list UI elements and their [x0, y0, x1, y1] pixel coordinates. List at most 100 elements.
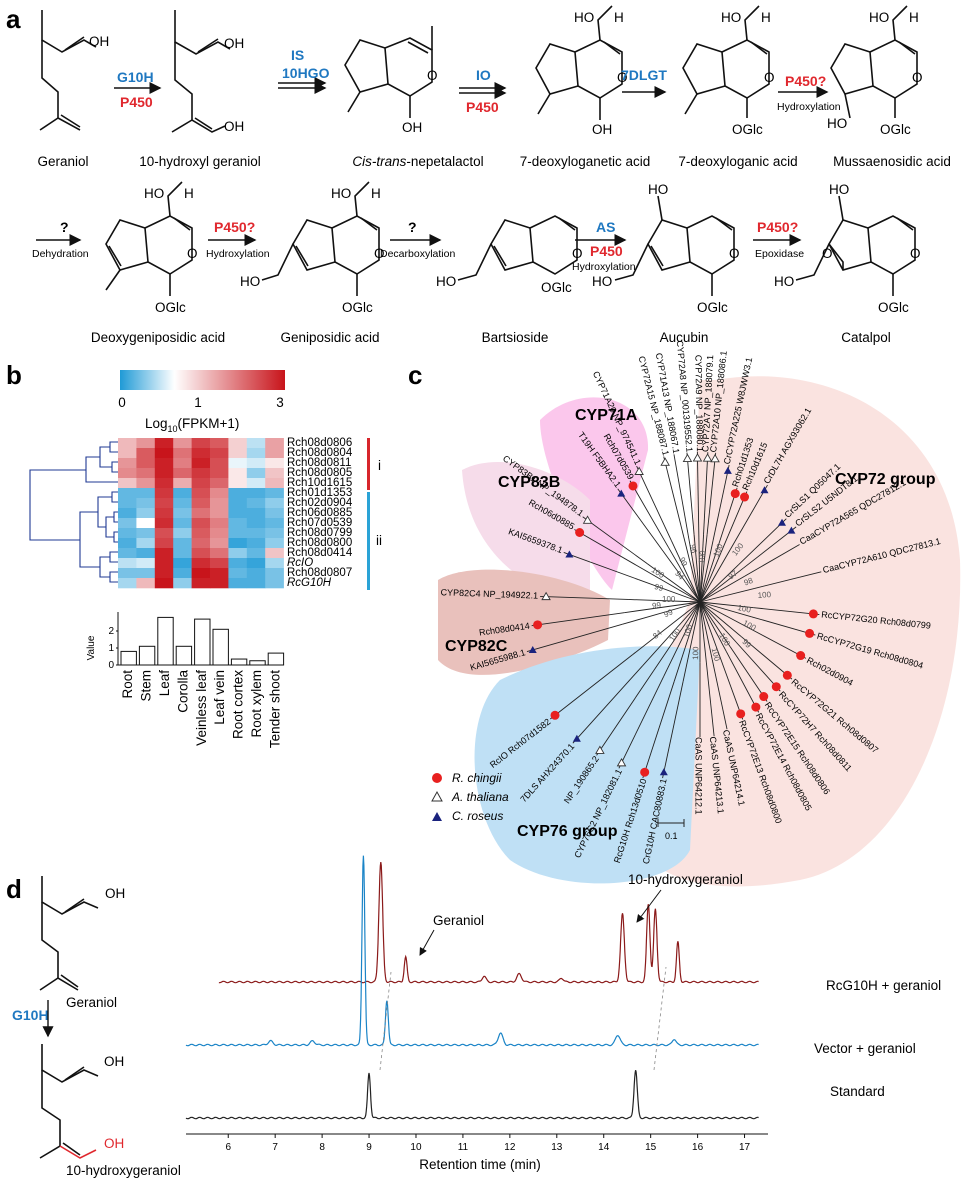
tissue-bar: [120, 650, 137, 666]
leaf-marker-c-roseus: [787, 526, 796, 534]
heatmap-cell: [173, 458, 192, 469]
heatmap-cell: [210, 458, 229, 469]
structure-10-hydroxygeraniol-d: [39, 1044, 99, 1159]
heatmap-cell: [246, 488, 266, 499]
heatmap-cell: [246, 528, 266, 539]
heatmap-cell: [228, 578, 248, 589]
heatmap-cell: [154, 578, 174, 589]
heatmap-cell: [228, 468, 248, 479]
tissue-bar: [194, 618, 211, 666]
chrom-tick-label: 16: [692, 1142, 704, 1153]
heatmap-cell: [228, 508, 248, 519]
heatmap-cell: [265, 458, 284, 469]
heatmap-cell: [173, 508, 192, 519]
leaf-marker-a-thaliana: [702, 453, 713, 462]
compound-name: 7-deoxyloganetic acid: [520, 154, 651, 169]
enzyme-p450-question: P450?: [785, 73, 826, 89]
enzyme-g10h: G10H: [12, 1007, 49, 1023]
panel-label-c: c: [408, 360, 422, 390]
tree-branch: [574, 529, 644, 570]
tissue-bar: [267, 652, 285, 666]
leaf-marker-a-thaliana: [616, 757, 627, 767]
atom-label: HO: [592, 274, 612, 289]
heatmap-cell: [210, 448, 229, 459]
gene-label: Rch01d1353: [287, 487, 352, 499]
tree-branch: [699, 567, 744, 603]
heatmap-cell: [136, 468, 156, 479]
tissue-bar: [249, 660, 266, 666]
reaction-type: Hydroxylation: [777, 101, 841, 113]
atom-label: O: [427, 68, 438, 83]
heatmap-cell: [136, 478, 156, 489]
heatmap-cell: [210, 548, 229, 559]
enzyme-p450: P450: [590, 243, 623, 259]
leaf-marker-c-roseus: [723, 466, 732, 474]
tree-branch: [699, 534, 704, 603]
heatmap-cell: [118, 478, 137, 489]
leaf-marker-r-chingii: [640, 767, 650, 777]
structure-geraniol-d: [39, 876, 99, 991]
leaf-marker-r-chingii: [550, 710, 560, 720]
leaf-marker-c-roseus: [572, 734, 581, 742]
heatmap-cell: [136, 568, 156, 579]
leaf-marker-r-chingii: [782, 670, 792, 680]
tissue-label: Tender shoot: [267, 670, 282, 748]
heatmap-cell: [136, 548, 156, 559]
heatmap-cell: [191, 448, 211, 459]
atom-label: OH: [105, 886, 125, 901]
heatmap-cell: [136, 448, 156, 459]
tree-branch: [699, 601, 720, 656]
leaf-marker-r-chingii: [736, 709, 746, 719]
chrom-tick-label: 14: [598, 1142, 610, 1153]
heatmap-cell: [191, 528, 211, 539]
atom-label: O: [822, 246, 833, 261]
compound-name: Deoxygeniposidic acid: [91, 330, 225, 345]
tree-branch: [703, 452, 709, 535]
chrom-tick-label: 15: [645, 1142, 657, 1153]
tree-branch: [699, 552, 722, 603]
tissue-bar: [175, 645, 193, 666]
structure-deoxygeniposidic-acid: [105, 181, 193, 296]
tree-branch: [618, 676, 664, 769]
heatmap-cell: [228, 538, 248, 549]
clade-labels: CYP71A CYP83B CYP82C CYP76 group CYP72 g…: [445, 407, 936, 840]
bootstrap-label: 100: [737, 603, 752, 615]
tree-branch: [699, 601, 737, 643]
tree-branch: [699, 601, 748, 628]
heatmap-cell: [228, 568, 248, 579]
tree-branch: [663, 456, 685, 537]
scale-tick: 0: [118, 395, 126, 410]
structure-mussaenosidic-acid: [830, 5, 918, 119]
heatmap-cell: [118, 448, 137, 459]
structure-7-deoxyloganetic-acid: [535, 5, 623, 120]
heatmap-cell: [173, 518, 192, 529]
heatmap-cell: [210, 568, 229, 579]
atom-label: OH: [402, 120, 422, 135]
heatmap-cell: [118, 528, 137, 539]
compound-name: 10-hydroxyl geraniol: [139, 154, 261, 169]
heatmap-cell: [118, 578, 137, 589]
heatmap-cell: [154, 528, 174, 539]
heatmap-cell: [265, 548, 284, 559]
heatmap-cell: [154, 548, 174, 559]
chromatogram-traces: [185, 855, 759, 1120]
group-bar-i: [367, 438, 370, 490]
peak-arrow: [636, 889, 662, 923]
leaf-marker-c-roseus: [617, 489, 626, 497]
heatmap-cell: [210, 578, 229, 589]
tissue-bar: [138, 645, 156, 666]
leaf-marker-a-thaliana: [582, 515, 593, 524]
structure-aucubin: [614, 195, 735, 296]
tree-branch: [638, 579, 701, 603]
heatmap-cell: [265, 478, 284, 489]
chrom-tick-label: 12: [504, 1142, 516, 1153]
atom-label: OGlc: [880, 122, 911, 137]
tissue-label: Root: [120, 670, 135, 699]
tree-branch: [711, 659, 728, 730]
heatmap-cell: [191, 548, 211, 559]
scale-tick: 1: [194, 395, 202, 410]
heatmap-cell: [246, 518, 266, 529]
gene-labels: Rch08d0806 Rch08d0804 Rch08d0811 Rch08d0…: [287, 437, 353, 589]
